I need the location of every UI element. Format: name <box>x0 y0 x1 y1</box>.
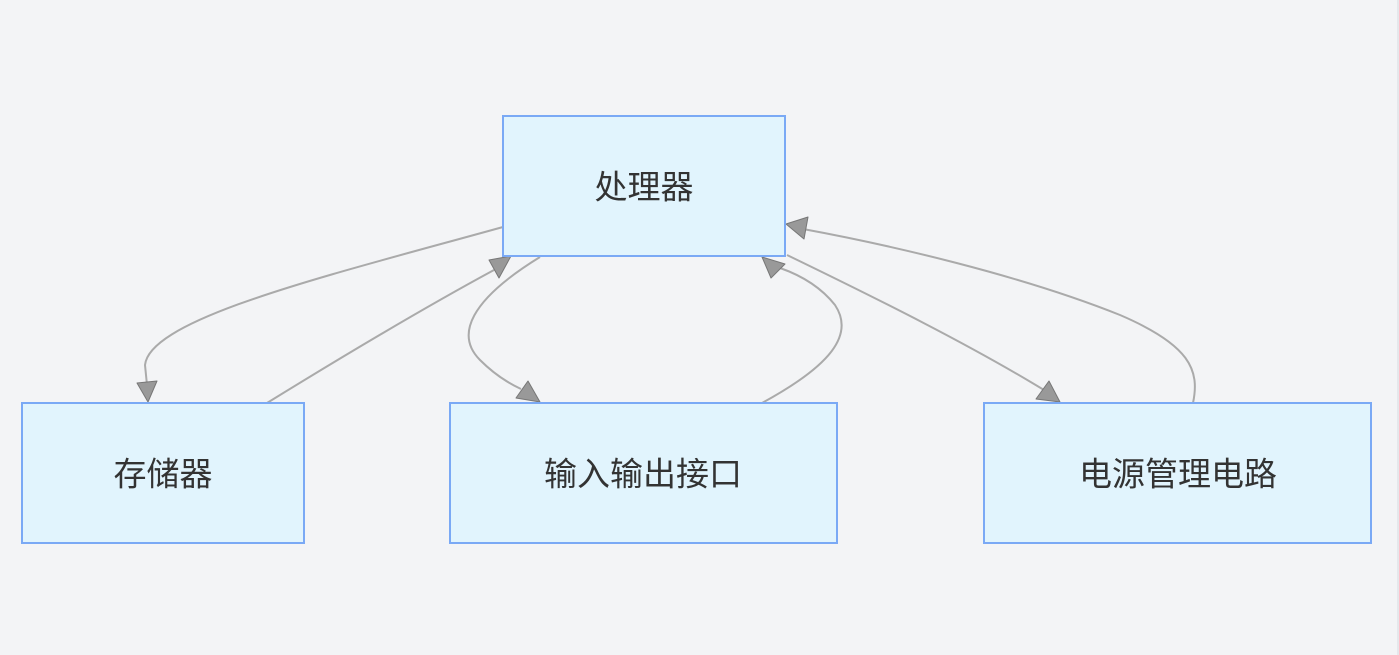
node-box <box>449 402 838 544</box>
edge-processor-to-power <box>786 254 1045 391</box>
edge-processor-to-io <box>467 256 541 390</box>
node-label-io: 输入输出接口 <box>544 455 742 494</box>
arrowhead-memory <box>136 380 158 403</box>
node-label-memory: 存储器 <box>114 455 213 494</box>
edge-processor-to-memory <box>143 226 504 386</box>
arrowhead-processor-from-memory <box>488 255 512 279</box>
edge-power-to-processor <box>802 228 1196 404</box>
node-box <box>983 402 1372 544</box>
edge-io-to-processor <box>761 267 843 404</box>
node-box <box>502 115 786 257</box>
node-label-power: 电源管理电路 <box>1079 455 1277 494</box>
node-processor[interactable]: 处理器 <box>502 115 786 257</box>
arrowhead-processor-from-power <box>785 216 809 240</box>
node-label-processor: 处理器 <box>595 168 694 207</box>
node-memory[interactable]: 存储器 <box>21 402 305 544</box>
node-io[interactable]: 输入输出接口 <box>449 402 838 544</box>
canvas-right-border <box>1397 0 1399 655</box>
node-power[interactable]: 电源管理电路 <box>983 402 1372 544</box>
edges <box>136 216 1196 404</box>
arrowhead-io <box>515 380 541 403</box>
arrowhead-power <box>1035 380 1061 403</box>
arrowhead-processor-from-io <box>761 256 786 279</box>
edge-memory-to-processor <box>266 269 495 404</box>
node-box <box>21 402 305 544</box>
